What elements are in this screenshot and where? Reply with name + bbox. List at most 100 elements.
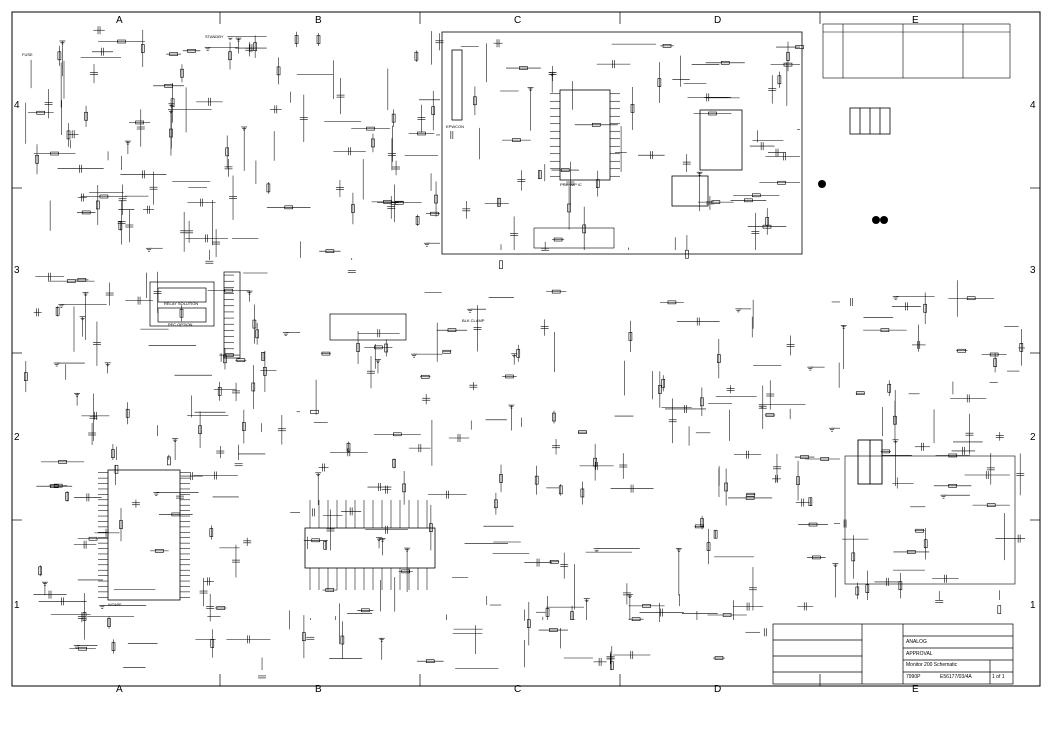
resistor (499, 474, 503, 483)
resistor (795, 45, 804, 49)
resistor (777, 180, 786, 185)
resistor (997, 605, 1002, 614)
resistor (948, 484, 957, 488)
resistor (393, 432, 402, 437)
resistor (302, 632, 306, 641)
row-label-4-right: 4 (1030, 100, 1036, 111)
resistor (38, 566, 43, 576)
row-label-2-left: 2 (14, 432, 20, 443)
resistor (447, 328, 457, 332)
col-label-e-top: E (912, 15, 919, 26)
resistor (223, 354, 227, 364)
col-label-b-bottom: B (315, 684, 322, 695)
row-label-2-right: 2 (1030, 432, 1036, 443)
resistor (198, 425, 202, 435)
resistor (578, 430, 587, 434)
resistor (713, 529, 718, 539)
column-ticks (219, 12, 821, 686)
resistor (923, 303, 927, 313)
resistor (263, 367, 267, 376)
resistor (266, 183, 271, 193)
sheet-border (11, 11, 1041, 687)
row-label-3-left: 3 (14, 265, 20, 276)
resistor (553, 237, 563, 242)
fuse-label: FUSE (22, 52, 33, 57)
resistor (851, 552, 856, 562)
title-company: ANALOG (906, 639, 927, 645)
resistor (534, 475, 539, 485)
resistor (310, 409, 319, 414)
osd-panel (329, 313, 407, 341)
resistor (384, 343, 389, 353)
col-label-c-top: C (514, 15, 522, 26)
resistor (284, 205, 294, 210)
resistor (107, 618, 111, 627)
resistor (694, 524, 704, 529)
resistor (661, 378, 666, 388)
resistor (155, 549, 164, 553)
resistor (796, 476, 800, 485)
resistor (391, 113, 396, 123)
flyback-transformer (857, 439, 883, 485)
resistor (111, 449, 115, 458)
resistor (820, 457, 830, 461)
resistor (700, 518, 704, 527)
resistor (383, 200, 392, 204)
resistor (893, 415, 897, 425)
resistor (95, 200, 100, 210)
title-approval: APPROVAL (906, 651, 933, 657)
resistor (135, 120, 144, 125)
col-label-a-top: A (116, 15, 123, 26)
col-label-e-bottom: E (912, 684, 919, 695)
resistor (630, 104, 635, 113)
title-drawing: Monitor 200 Schematic (906, 662, 958, 668)
resistor (325, 588, 335, 592)
title-block-frame (772, 623, 1014, 685)
resistor (117, 39, 126, 44)
resistor (551, 289, 561, 294)
resistor (323, 540, 328, 550)
resistor (50, 151, 59, 156)
resistor (169, 52, 178, 56)
resistor (966, 296, 976, 301)
resistor (593, 457, 597, 467)
resistor (392, 459, 396, 468)
resistor (898, 581, 903, 590)
amp-connector (451, 49, 463, 121)
pfc-option-label: PFC OPTION (168, 322, 193, 327)
resistor (591, 122, 601, 127)
resistor (35, 154, 39, 164)
resistor (549, 559, 559, 564)
resistor (887, 383, 892, 393)
preamp-section (441, 31, 803, 255)
resistor (906, 550, 916, 554)
col-label-c-bottom: C (514, 684, 522, 695)
resistor (225, 147, 229, 157)
resistor (667, 300, 677, 305)
resistor (497, 197, 501, 207)
clamp-label: BLK CLAMP (462, 318, 485, 323)
resistor (66, 130, 71, 140)
resistor (294, 35, 299, 44)
col-label-a-bottom: A (116, 684, 123, 695)
resistor (560, 168, 570, 172)
resistor (855, 391, 865, 395)
resistor (777, 75, 782, 85)
resistor (261, 352, 265, 361)
resistor (552, 412, 556, 422)
resistor (180, 68, 184, 78)
resistor (512, 138, 521, 142)
resistor (374, 345, 383, 350)
resistor (169, 128, 173, 138)
resistor (744, 198, 753, 203)
micro-controller-ic (107, 469, 181, 601)
resistor (321, 351, 331, 356)
resistor (66, 279, 76, 283)
resistor (722, 613, 732, 617)
resistor (118, 221, 123, 231)
resistor (957, 348, 966, 353)
resistor (642, 604, 651, 608)
resistor (316, 35, 321, 44)
